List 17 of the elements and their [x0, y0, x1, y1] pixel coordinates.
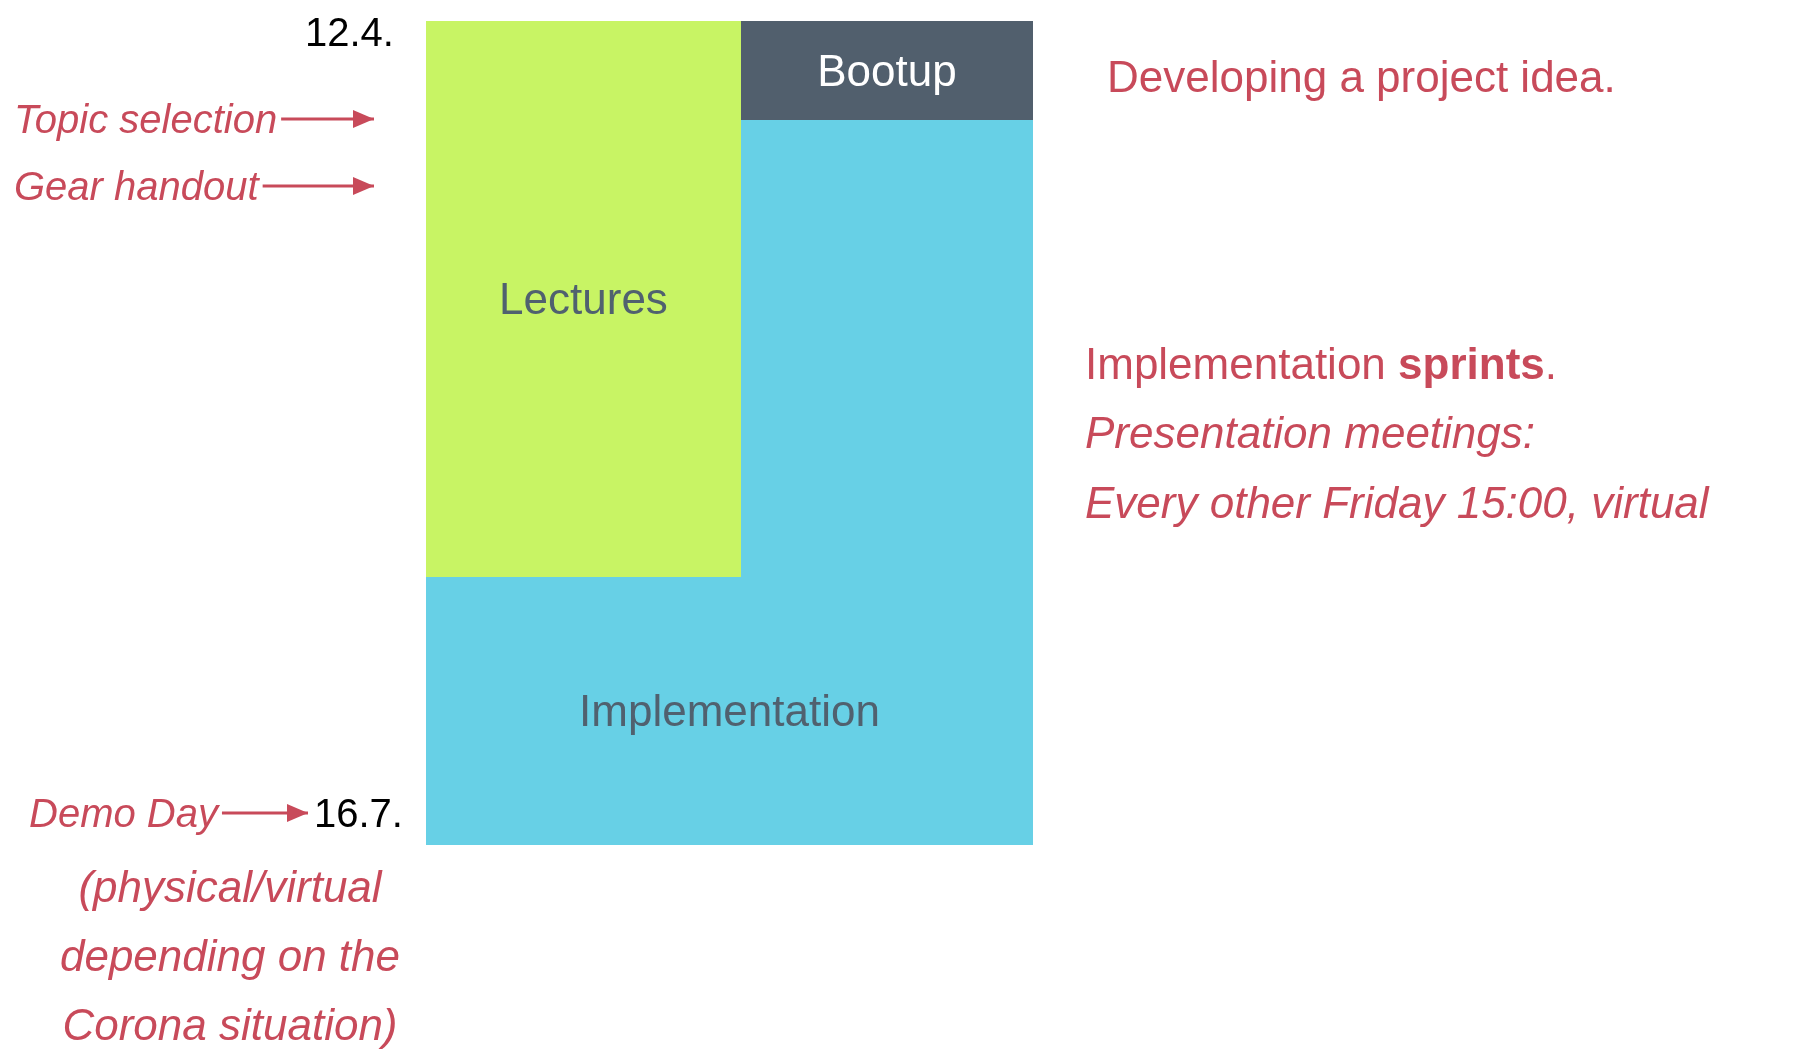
- lectures-block: Lectures: [426, 21, 741, 577]
- date-label: 16.7.: [314, 793, 403, 833]
- arrow: [221, 804, 308, 822]
- note-text: Presentation meetings:: [1085, 411, 1536, 455]
- note-text: Implementation sprints.: [1085, 342, 1557, 386]
- milestone-label: Demo Day: [29, 793, 218, 833]
- milestone-label: Gear handout: [14, 166, 259, 206]
- note-text: (physical/virtual depending on the Corona situation): [58, 861, 402, 1051]
- bootup-block: Bootup: [741, 21, 1033, 120]
- note-text: Developing a project idea.: [1107, 55, 1616, 99]
- milestone-label: Topic selection: [14, 99, 278, 139]
- block-label: Implementation: [578, 689, 881, 733]
- arrow: [281, 110, 374, 128]
- implementation-block: [426, 120, 1033, 845]
- date-label: 12.4.: [305, 12, 394, 52]
- arrow: [262, 177, 374, 195]
- note-text: Every other Friday 15:00, virtual: [1085, 481, 1709, 525]
